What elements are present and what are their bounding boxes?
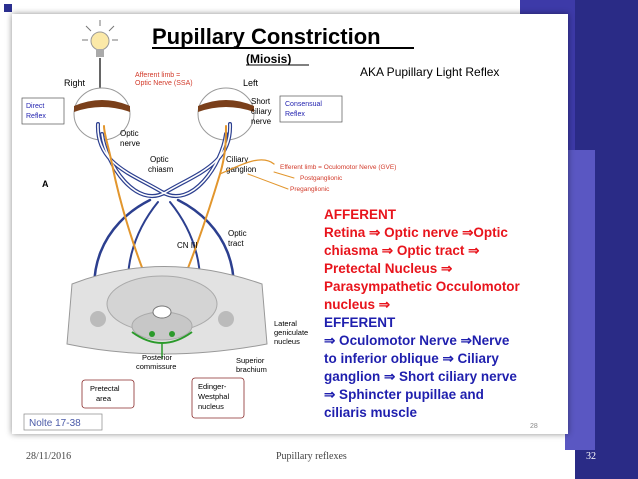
corner-bullet — [4, 4, 12, 12]
edinger-westphal-box — [191, 377, 245, 419]
svg-text:Reflex: Reflex — [26, 113, 46, 120]
right-eye — [73, 87, 131, 141]
direct-reflex-box — [21, 97, 65, 125]
svg-text:Reflex: Reflex — [285, 111, 305, 118]
theme-stripe-light — [565, 150, 595, 450]
slide-title: Pupillary Constriction — [152, 24, 381, 49]
pretectal-area-label: Pretectal — [90, 384, 120, 393]
short-ciliary-nerve-label: Short — [251, 97, 271, 106]
edinger-westphal-label: Edinger- — [198, 382, 227, 391]
svg-text:nerve: nerve — [120, 139, 141, 148]
pretectal-area-box — [81, 379, 135, 409]
svg-text:Pretectal Nucleus ⇒: Pretectal Nucleus ⇒ — [324, 261, 453, 276]
text-line-efferent: EFFERENT — [324, 315, 396, 330]
light-bulb-icon — [82, 20, 118, 57]
footer-title: Pupillary reflexes — [276, 451, 347, 462]
slide-subtitle: (Miosis) — [246, 52, 291, 66]
figure-label: A — [42, 179, 49, 189]
cn3-label: CN III — [177, 241, 197, 250]
optic-tract-label: Optic — [228, 229, 247, 238]
optic-nerve-label: Optic — [120, 129, 139, 138]
svg-text:nerve: nerve — [251, 117, 272, 126]
direct-reflex-label: Direct — [26, 103, 44, 110]
svg-text:nucleus: nucleus — [198, 402, 224, 411]
posterior-commissure-label: Posterior — [142, 353, 173, 362]
postganglionic-label: Postganglionic — [300, 175, 343, 182]
superior-brachium-label: Superior — [236, 356, 265, 365]
left-eye-label: Left — [243, 78, 259, 88]
svg-text:to inferior oblique ⇒ Ciliary: to inferior oblique ⇒ Ciliary — [324, 351, 499, 366]
slide-image: Pupillary Constriction (Miosis) AKA Pupi… — [12, 14, 568, 434]
svg-text:ciliaris muscle: ciliaris muscle — [324, 405, 418, 420]
svg-text:Parasympathetic Occulomotor: Parasympathetic Occulomotor — [324, 279, 521, 294]
ciliary-ganglion-label: Ciliary — [226, 155, 248, 164]
consensual-reflex-box — [279, 95, 343, 123]
source-label: Nolte 17-38 — [29, 418, 81, 429]
footer-page-number: 32 — [586, 451, 596, 462]
svg-text:Westphal: Westphal — [198, 392, 229, 401]
left-eye — [197, 87, 255, 141]
lgn-label: Lateral — [274, 319, 297, 328]
svg-text:⇒ Sphincter pupillae and: ⇒ Sphincter pupillae and — [324, 387, 484, 402]
midbrain-section — [66, 266, 268, 359]
svg-text:ciliary: ciliary — [251, 107, 271, 116]
svg-text:geniculate: geniculate — [274, 328, 308, 337]
preganglionic-label: Preganglionic — [290, 186, 330, 193]
svg-text:nucleus ⇒: nucleus ⇒ — [324, 297, 391, 312]
svg-text:ganglion ⇒ Short ciliary nerve: ganglion ⇒ Short ciliary nerve — [324, 369, 517, 384]
footer-date: 28/11/2016 — [26, 451, 72, 462]
aka-label: AKA Pupillary Light Reflex — [360, 65, 499, 79]
svg-text:brachium: brachium — [236, 365, 267, 374]
right-eye-label: Right — [64, 78, 86, 88]
svg-text:Optic Nerve (SSA): Optic Nerve (SSA) — [135, 80, 193, 87]
slide-number: 28 — [530, 423, 538, 430]
svg-text:tract: tract — [228, 239, 244, 248]
svg-text:area: area — [96, 394, 112, 403]
svg-text:⇒ Oculomotor Nerve ⇒Nerve: ⇒ Oculomotor Nerve ⇒Nerve — [324, 333, 510, 348]
svg-text:chiasma ⇒ Optic tract ⇒: chiasma ⇒ Optic tract ⇒ — [324, 243, 480, 258]
afferent-limb-label: Afferent limb = — [135, 72, 180, 79]
svg-text:Retina ⇒ Optic nerve ⇒Optic: Retina ⇒ Optic nerve ⇒Optic — [324, 225, 508, 240]
text-line-afferent: AFFERENT — [324, 207, 397, 222]
pathway-text-block: AFFERENT Retina ⇒ Optic nerve ⇒Optic chi… — [324, 207, 521, 420]
svg-text:nucleus: nucleus — [274, 337, 300, 346]
consensual-reflex-label: Consensual — [285, 101, 322, 108]
svg-text:chiasm: chiasm — [148, 165, 174, 174]
svg-text:ganglion: ganglion — [226, 165, 256, 174]
source-box — [23, 413, 103, 431]
optic-chiasm-label: Optic — [150, 155, 169, 164]
efferent-limb-label: Efferent limb = Oculomotor Nerve (GVE) — [280, 164, 396, 171]
svg-text:commissure: commissure — [136, 362, 176, 371]
reflex-diagram: Pupillary Constriction (Miosis) AKA Pupi… — [21, 20, 538, 431]
